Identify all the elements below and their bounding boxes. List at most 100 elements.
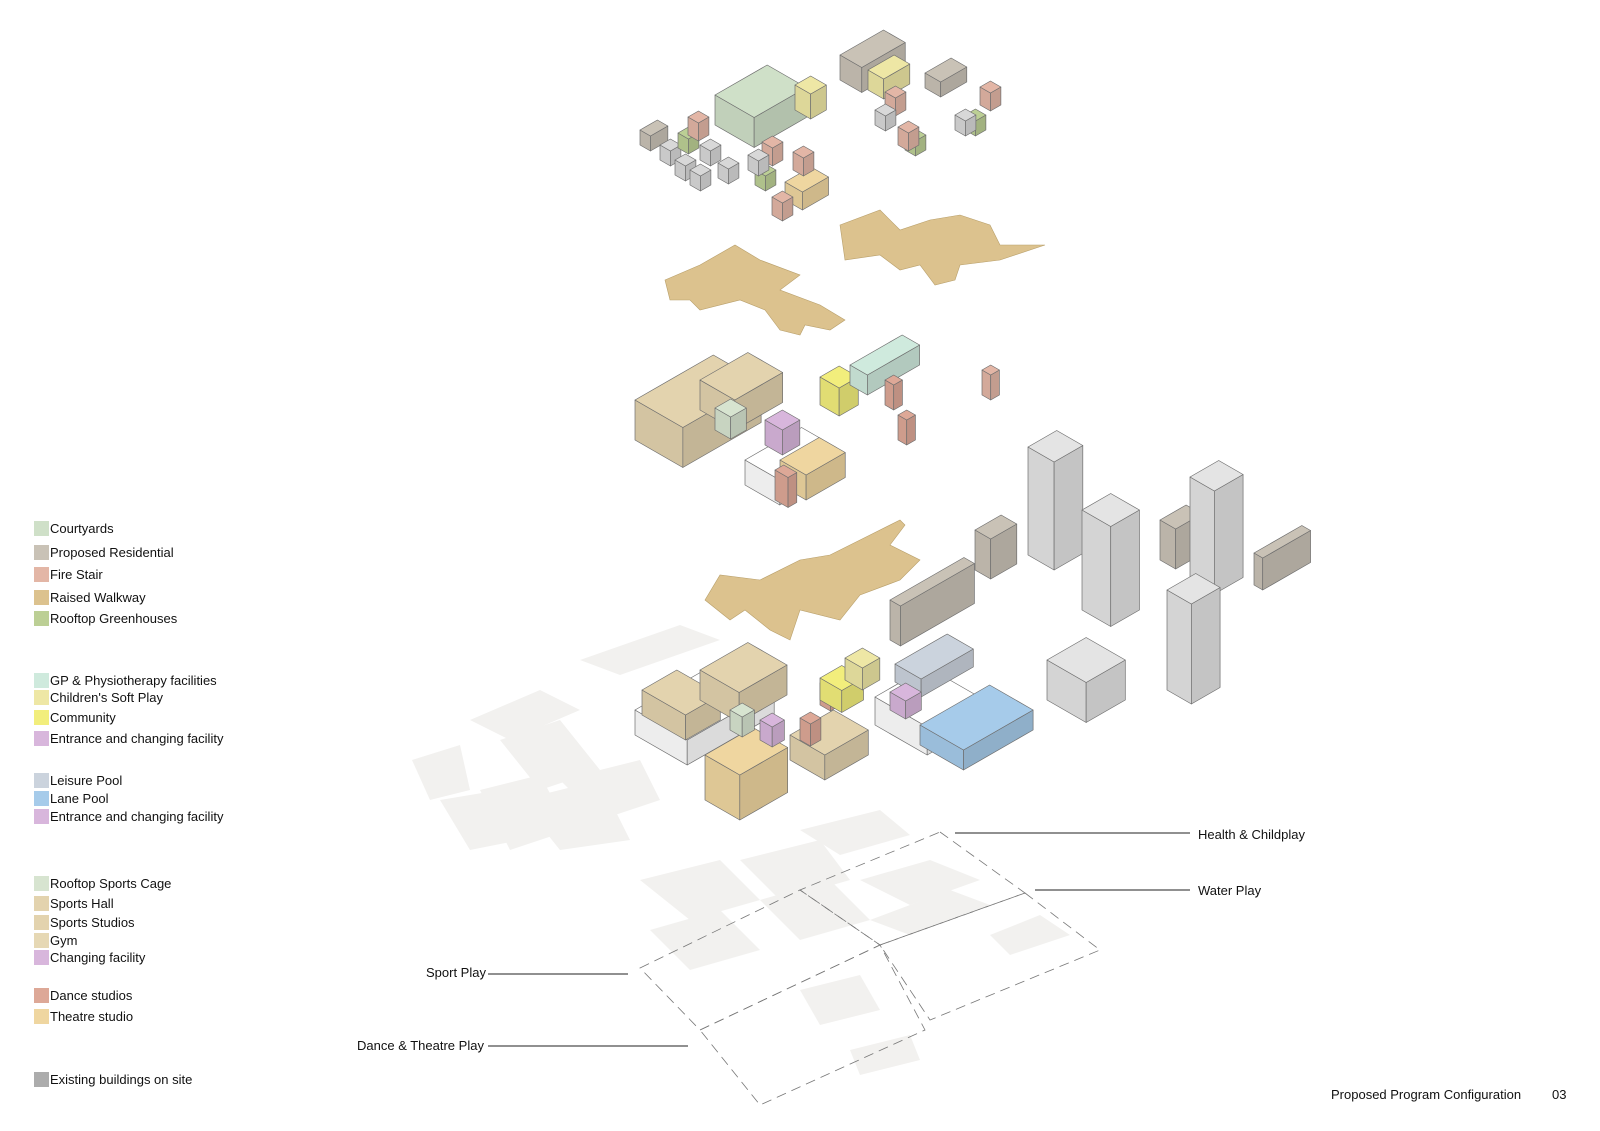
site-ground-shape bbox=[580, 625, 720, 675]
face-right bbox=[787, 472, 798, 508]
face-top bbox=[771, 190, 794, 204]
site-ground-shape bbox=[470, 690, 580, 740]
legend-label: Community bbox=[50, 710, 116, 725]
face-top bbox=[867, 54, 911, 80]
legend-item: Community bbox=[34, 710, 116, 725]
legend-label: Sports Studios bbox=[50, 915, 135, 930]
face-top bbox=[979, 80, 1002, 94]
legend-label: Entrance and changing facility bbox=[50, 731, 224, 746]
legend-swatch bbox=[34, 915, 49, 930]
dance-studio bbox=[774, 464, 798, 508]
legend-label: Lane Pool bbox=[50, 791, 109, 806]
face-top bbox=[699, 352, 784, 401]
footer-title: Proposed Program Configuration bbox=[1331, 1087, 1522, 1102]
childrens-soft-play-roof bbox=[794, 75, 827, 120]
face-top bbox=[779, 437, 846, 476]
face-top bbox=[1046, 637, 1126, 683]
legend-swatch bbox=[34, 791, 49, 806]
legend-label: Entrance and changing facility bbox=[50, 809, 224, 824]
legend-label: Gym bbox=[50, 933, 78, 948]
legend-label: Leisure Pool bbox=[50, 773, 123, 788]
face-top bbox=[794, 75, 827, 95]
legend-swatch bbox=[34, 950, 49, 965]
face-top bbox=[1027, 430, 1084, 463]
legend-swatch bbox=[34, 521, 49, 536]
dance-theatre-play-zone bbox=[699, 944, 926, 1106]
fire-stair bbox=[897, 409, 916, 446]
legend-swatch bbox=[34, 611, 49, 626]
site-ground-shape bbox=[412, 745, 470, 800]
legend-swatch bbox=[34, 896, 49, 911]
changing-facility bbox=[759, 712, 785, 748]
site-ground-shape bbox=[560, 760, 660, 820]
gp-physio bbox=[849, 334, 920, 396]
face-top bbox=[844, 647, 881, 669]
site-ground-shape bbox=[990, 915, 1070, 955]
existing-roof bbox=[717, 156, 740, 185]
legend-swatch bbox=[34, 545, 49, 560]
face-right bbox=[1053, 445, 1084, 571]
legend-item: Theatre studio bbox=[34, 1009, 133, 1024]
legend-label: Theatre studio bbox=[50, 1009, 134, 1024]
face-top bbox=[764, 409, 801, 431]
legend-swatch bbox=[34, 809, 49, 824]
legend-item: Fire Stair bbox=[34, 567, 103, 582]
face-top bbox=[897, 409, 916, 421]
face-top bbox=[689, 163, 712, 177]
existing-residential bbox=[974, 514, 1018, 580]
legend-label: Dance studios bbox=[50, 988, 133, 1003]
face-top bbox=[674, 153, 697, 167]
legend-label: Existing buildings on site bbox=[50, 1072, 193, 1087]
site-ground-shape bbox=[480, 775, 570, 850]
legend-item: Lane Pool bbox=[34, 791, 109, 806]
proposed-residential-roof bbox=[924, 57, 968, 98]
walkway-level-3-west bbox=[664, 244, 846, 336]
face-top bbox=[699, 642, 788, 693]
legend-label: GP & Physiotherapy facilities bbox=[50, 673, 217, 688]
rooftop-sports-cage bbox=[714, 398, 747, 440]
existing-roof bbox=[747, 148, 770, 177]
face-top bbox=[639, 119, 669, 137]
legend-label: Fire Stair bbox=[50, 567, 103, 582]
callout-water-play: Water Play bbox=[1198, 883, 1262, 898]
legend-item: Rooftop Greenhouses bbox=[34, 611, 177, 626]
existing-residential bbox=[1253, 525, 1311, 591]
legend-swatch bbox=[34, 731, 49, 746]
childrens-soft-play bbox=[844, 647, 881, 691]
legend-label: Rooftop Greenhouses bbox=[50, 611, 178, 626]
walkway-level-2 bbox=[704, 519, 921, 641]
face-top bbox=[717, 156, 740, 170]
fire-stair bbox=[771, 190, 794, 222]
legend-item: Entrance and changing facility bbox=[34, 809, 223, 824]
existing-roof bbox=[954, 108, 977, 137]
site-ground-shape bbox=[860, 860, 980, 905]
face-top bbox=[849, 334, 920, 376]
legend-label: Proposed Residential bbox=[50, 545, 174, 560]
residential-roof bbox=[639, 119, 669, 152]
callout-dance-theatre-play: Dance & Theatre Play bbox=[357, 1038, 484, 1053]
fire-stair bbox=[884, 374, 903, 411]
existing-tower bbox=[1189, 460, 1244, 595]
legend-swatch bbox=[34, 933, 49, 948]
site-ground-shape bbox=[800, 810, 910, 855]
water-play-zone bbox=[879, 892, 1101, 1021]
face-left bbox=[1253, 552, 1264, 591]
fire-stair bbox=[687, 110, 710, 142]
legend-label: Sports Hall bbox=[50, 896, 114, 911]
legend-swatch bbox=[34, 1072, 49, 1087]
site-ground-shape bbox=[650, 910, 760, 970]
legend-item: Entrance and changing facility bbox=[34, 731, 223, 746]
legend-label: Changing facility bbox=[50, 950, 146, 965]
callout-leader-lines bbox=[488, 832, 1190, 1047]
face-left bbox=[1027, 446, 1055, 571]
legend-item: Raised Walkway bbox=[34, 590, 146, 605]
face-right bbox=[1214, 474, 1244, 595]
courtyard bbox=[714, 64, 807, 148]
existing-roof bbox=[699, 138, 722, 167]
legend-swatch bbox=[34, 590, 49, 605]
legend-swatch bbox=[34, 690, 49, 705]
theatre-roof bbox=[784, 166, 829, 211]
site-ground-shape bbox=[800, 975, 880, 1025]
callout-health-childplay: Health & Childplay bbox=[1198, 827, 1305, 842]
legend-swatch bbox=[34, 988, 49, 1003]
